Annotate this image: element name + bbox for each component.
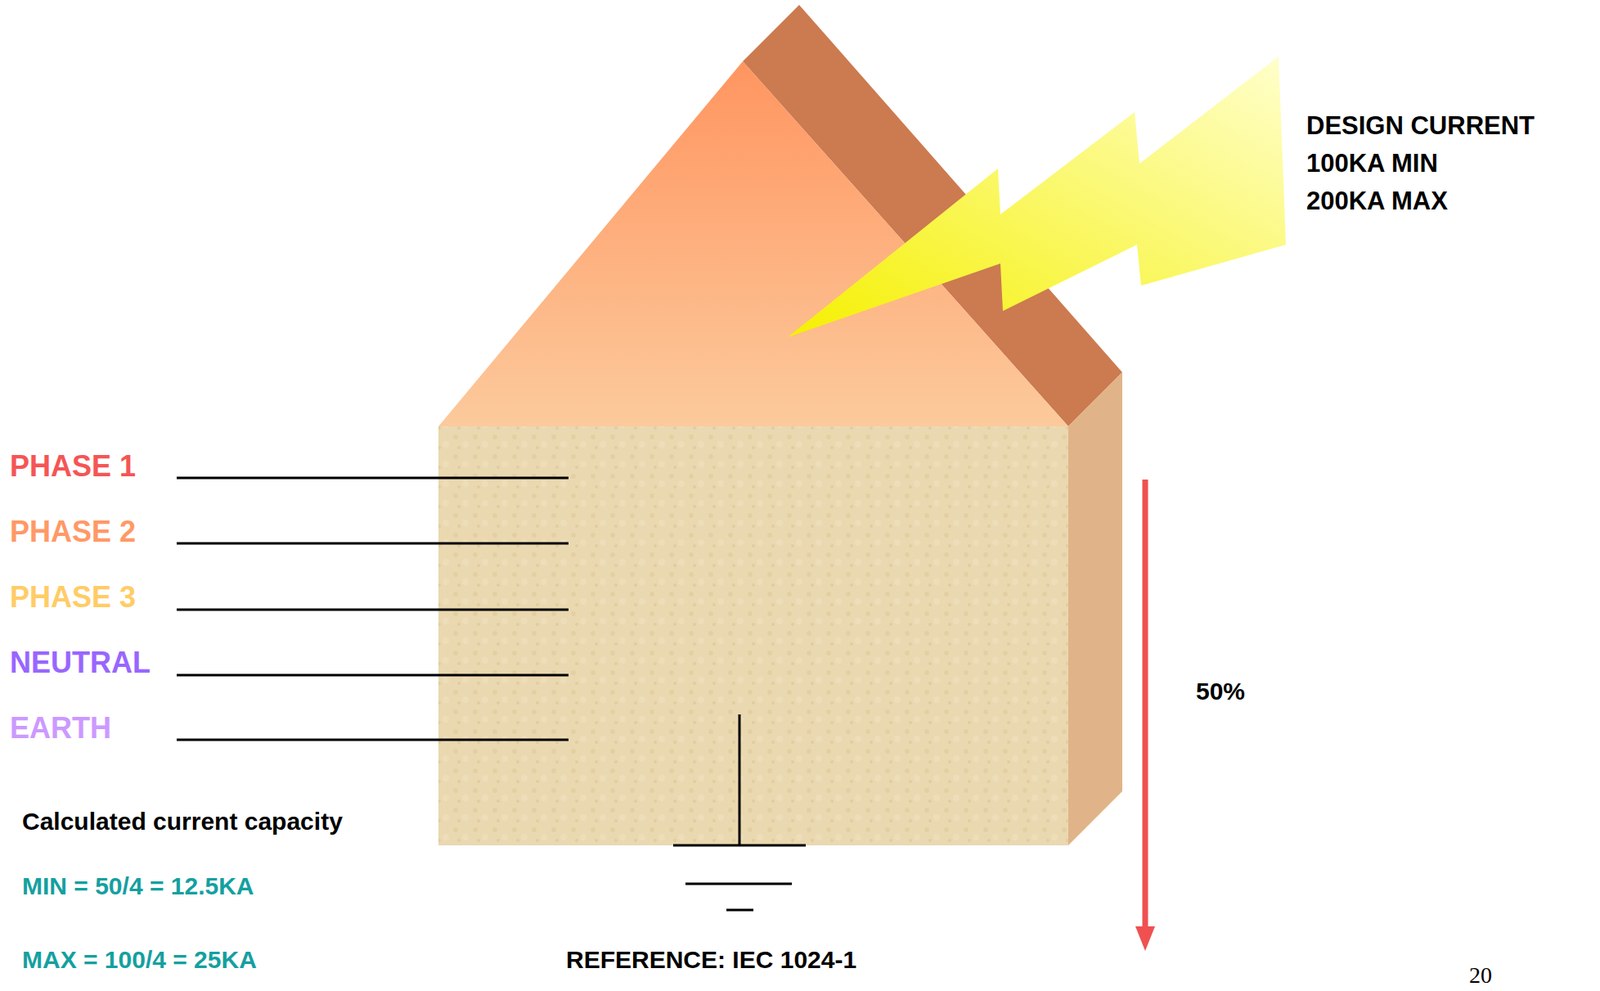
phase-line [176, 476, 569, 480]
earth-line [176, 738, 569, 742]
lightning-bolt [787, 56, 1286, 338]
phase-line [176, 608, 569, 612]
calc-result: MIN = 50/4 = 12.5KA [22, 873, 254, 899]
note-heading: Calculated current capacity [22, 808, 343, 834]
side-wall [1068, 372, 1123, 845]
phase-label: PHASE 2 [9, 516, 136, 547]
supply-lines [176, 477, 569, 740]
earth-symbol [673, 714, 806, 910]
neutral-label: NEUTRAL [9, 647, 151, 678]
neutral-line [176, 674, 569, 677]
phase-label: PHASE 1 [9, 451, 136, 481]
phase-label: PHASE 3 [9, 582, 136, 612]
design-current-label: 100KA MIN [1306, 150, 1439, 176]
reference-note: REFERENCE: IEC 1024-1 [566, 947, 857, 972]
design-current-label: 200KA MAX [1306, 188, 1448, 214]
page-number: 20 [1469, 963, 1493, 987]
phase-line [176, 542, 569, 545]
earth-label: EARTH [9, 713, 112, 743]
front-wall [438, 426, 1069, 845]
calc-result: MAX = 100/4 = 25KA [22, 947, 257, 972]
current-arrow [1135, 479, 1156, 951]
percent-label: 50% [1195, 678, 1245, 704]
design-current-label: DESIGN CURRENT [1306, 112, 1535, 139]
